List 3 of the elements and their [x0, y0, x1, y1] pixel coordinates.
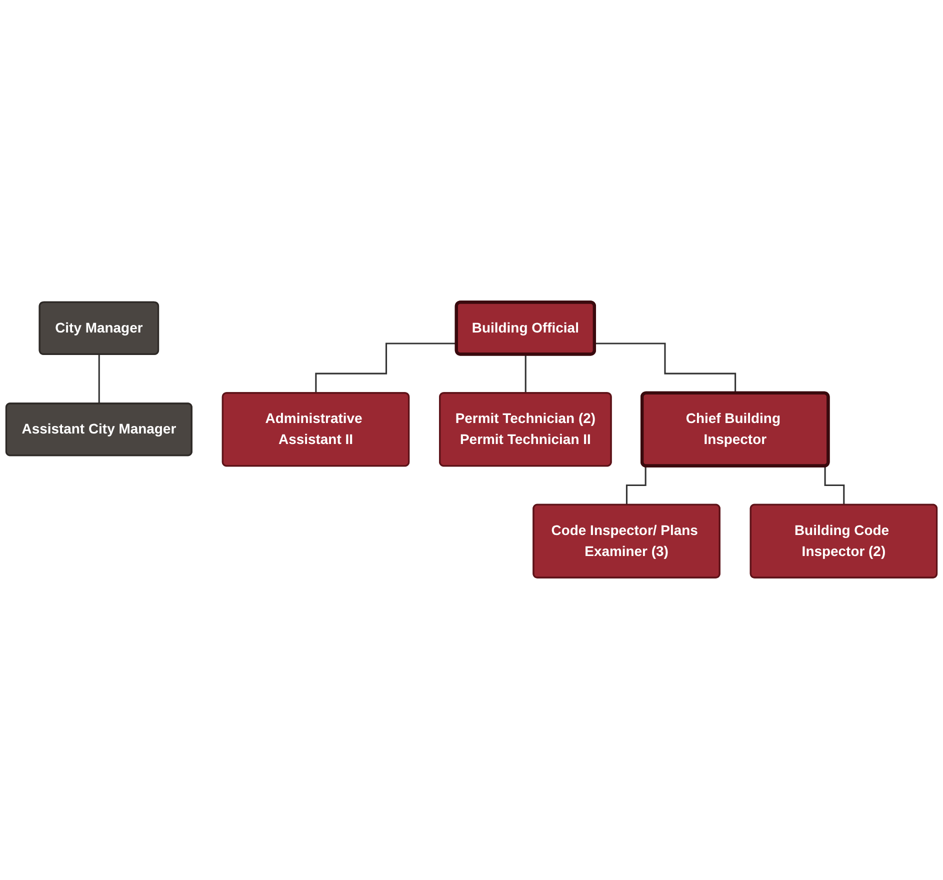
connector	[98, 354, 100, 405]
connector	[315, 342, 457, 394]
connector	[524, 354, 527, 394]
